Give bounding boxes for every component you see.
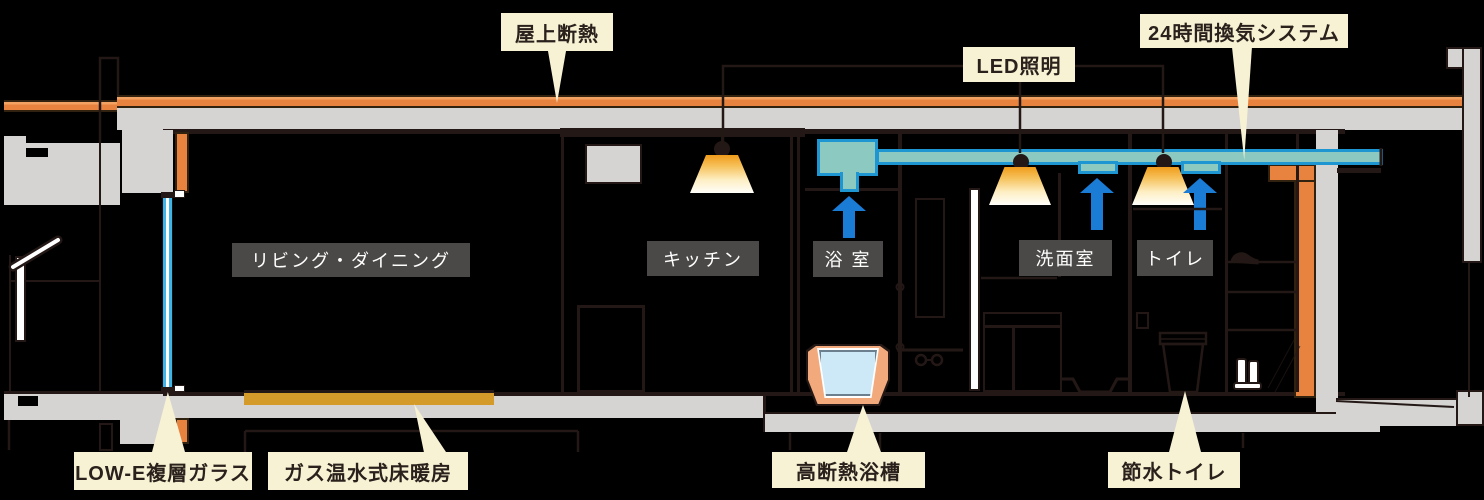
toilet-remote-icon [1136,312,1149,329]
exterior-vent-hood [1337,168,1381,173]
washroom-toilet-wall [1128,131,1132,393]
callout-gas-floor-heating: ガス温水式床暖房 [268,452,468,490]
entrance-hatch-lines [1267,339,1301,393]
supply-air-arrow-shaft-washroom [1091,192,1103,230]
room-label-kitchen: キッチン [647,241,759,276]
window-frame-top [161,192,174,198]
pendant-light-icon-kitchen [714,141,730,157]
entrance-insulation-strip [1294,180,1316,398]
kitchen-ceiling-band [560,128,805,137]
callout-ventilation-24h: 24時間換気システム [1140,14,1348,48]
bath-left-wall-b [797,131,800,394]
callout-insulated-bathtub: 高断熱浴槽 [772,452,925,488]
kitchen-left-wall [561,131,564,393]
entrance-exterior-wall [1316,130,1338,412]
balcony-slab-notch [18,396,38,406]
callout-low-e-glass: LOW-E複層ガラス [74,452,252,490]
floor-heating-strip [244,393,494,405]
callout-led-lighting: LED照明 [963,47,1075,82]
floor-heating-topline [244,390,494,393]
ventilation-fan-inlet [840,172,859,192]
bath-window [915,198,945,318]
washbasin-icon [1062,377,1128,394]
shoe-shelf-lines [1228,260,1296,332]
supply-air-arrow-icon-toilet [1183,178,1217,193]
bathtub-water [819,350,877,396]
pendant-light-icon-washroom [1013,154,1029,170]
shelf-right-wall [1296,133,1299,392]
vent-outlet-washroom [1078,161,1118,174]
washroom-bulkhead [1058,173,1061,277]
supply-air-arrow-shaft-toilet [1194,192,1206,230]
vanity-shelf-line [983,325,1062,328]
bath-partition-wall [898,131,902,393]
supply-air-arrow-shaft-bath [843,210,855,238]
room-label-washroom: 洗面室 [1019,240,1112,276]
washroom-door [969,188,980,391]
wet-area-slab-edge [765,412,1380,415]
toilet-shelf-wall [1225,133,1228,392]
lower-floor-lines [7,420,1245,452]
porch-floor-line [1336,398,1484,401]
room-label-bathroom: 浴 室 [813,241,883,277]
window-frame-bottom [161,387,174,393]
window-frame-side [174,190,185,198]
floor-finish-line [163,392,1345,396]
upper-left-wall-outline [98,56,120,143]
vanity-divider [1012,325,1015,392]
supply-air-arrow-icon-bath [832,196,866,211]
sneaker-icon [1230,252,1259,265]
roof-insulation-layer [117,95,1462,108]
roof-insulation-left-coping [4,100,117,112]
bath-left-wall-a [790,131,793,394]
led-connector-lines [721,64,1165,153]
room-label-toilet: トイレ [1137,240,1213,276]
hinge-dot-icon [895,282,905,292]
callout-rooftop-insulation: 屋上断熱 [501,13,613,51]
kitchen-soffit-box [585,144,642,184]
left-parapet-notch [26,148,48,157]
roof-slab [117,108,1466,130]
porch-slope-line [1335,400,1455,408]
bathtub-icon [806,344,890,406]
balcony-floor-line [4,391,163,394]
slab-step-edge [763,396,766,432]
vent-outlet-toilet [1181,161,1221,174]
balcony-railing-post [15,256,26,342]
entrance-insulation-cap [1268,164,1316,182]
room-label-living-dining: リビング・ダイニング [232,243,470,277]
wet-area-slab [765,414,1380,432]
kitchen-counter [577,305,645,393]
parapet-right-column [1462,47,1482,263]
window-head-beam [122,130,173,193]
callout-water-saving-toilet: 節水トイレ [1108,452,1240,488]
washroom-vanity [983,312,1062,392]
boots-icon [1236,358,1247,386]
lower-floor-window [99,423,113,451]
window-sill-block [174,385,185,392]
supply-air-arrow-icon-washroom [1080,178,1114,193]
window-glass [162,198,173,389]
pendant-light-icon-toilet [1156,154,1172,170]
